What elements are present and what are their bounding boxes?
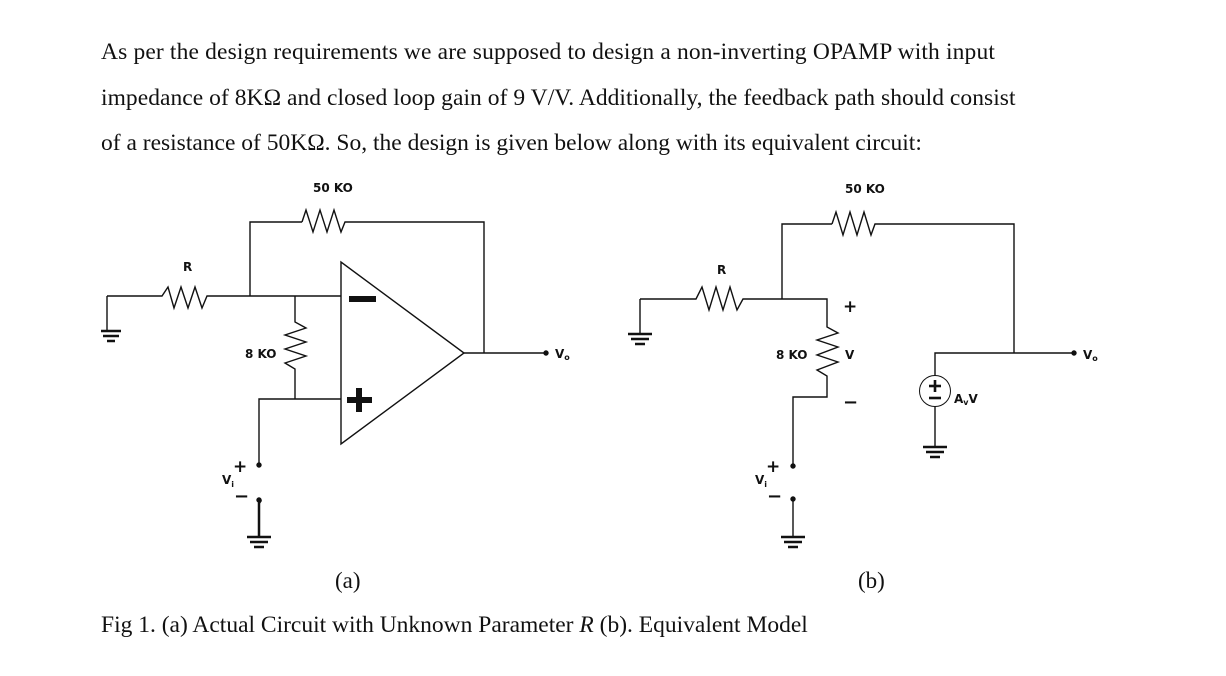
source-plus-sign: +: [233, 457, 247, 477]
differential-voltage-label: V: [845, 348, 855, 362]
noninverting-input-sign: [347, 388, 372, 412]
intro-paragraph: As per the design requirements we are su…: [101, 30, 1131, 167]
output-node: [1071, 350, 1077, 356]
terminal-node: [790, 463, 796, 469]
subfigure-label-b: (b): [858, 568, 885, 593]
ground-icon: [247, 499, 271, 549]
input-voltage-label: Vi: [755, 473, 767, 489]
input-impedance-label: 8 KO: [245, 347, 277, 361]
caption-suffix: (b). Equivalent Model: [593, 612, 808, 638]
paragraph-line: impedance of 8KΩ and closed loop gain of…: [101, 84, 1016, 111]
resistor-icon: [782, 298, 841, 464]
inverting-input-sign: [349, 296, 376, 302]
resistor-icon: [831, 209, 1015, 353]
input-resistor-label: R: [183, 260, 192, 274]
wire: [781, 223, 832, 299]
ground-icon: [923, 406, 947, 459]
dependent-voltage-source-icon: [919, 375, 951, 407]
caption-prefix: Fig 1. (a) Actual Circuit with Unknown P…: [101, 612, 580, 638]
ground-icon: [781, 499, 805, 549]
source-plus-sign: +: [766, 457, 780, 477]
source-minus-sign: −: [767, 486, 782, 507]
resistor-icon: [301, 207, 485, 353]
resistor-icon: [157, 284, 250, 311]
paragraph-line: of a resistance of 50KΩ. So, the design …: [101, 130, 922, 156]
opamp-icon: [340, 260, 466, 446]
wire: [934, 352, 1074, 376]
ground-icon: [628, 299, 652, 346]
output-node: [543, 350, 549, 356]
dependent-source-label: AvV: [954, 392, 979, 407]
paragraph-line: As per the design requirements we are su…: [101, 39, 996, 65]
diff-minus-sign: −: [843, 392, 858, 413]
input-voltage-label: Vi: [222, 473, 234, 489]
feedback-resistor-label: 50 KO: [845, 182, 885, 196]
wire: [258, 398, 341, 463]
diff-plus-sign: +: [843, 297, 857, 317]
terminal-node: [256, 462, 262, 468]
caption-italic-parameter: R: [579, 612, 594, 638]
resistor-icon: [690, 284, 782, 313]
ground-icon: [101, 296, 121, 343]
figure-caption: Fig 1. (a) Actual Circuit with Unknown P…: [101, 612, 808, 639]
resistor-icon: [282, 296, 309, 399]
input-resistor-label: R: [717, 263, 726, 277]
output-voltage-label: Vo: [555, 347, 570, 362]
output-voltage-label: Vo: [1083, 348, 1098, 363]
circuit-a: [101, 207, 549, 549]
subfigure-label-a: (a): [335, 568, 361, 593]
source-minus-sign: −: [234, 486, 249, 507]
feedback-resistor-label: 50 KO: [313, 181, 353, 195]
input-impedance-label: 8 KO: [776, 348, 808, 362]
wire: [249, 221, 302, 296]
circuit-b: [628, 209, 1077, 549]
